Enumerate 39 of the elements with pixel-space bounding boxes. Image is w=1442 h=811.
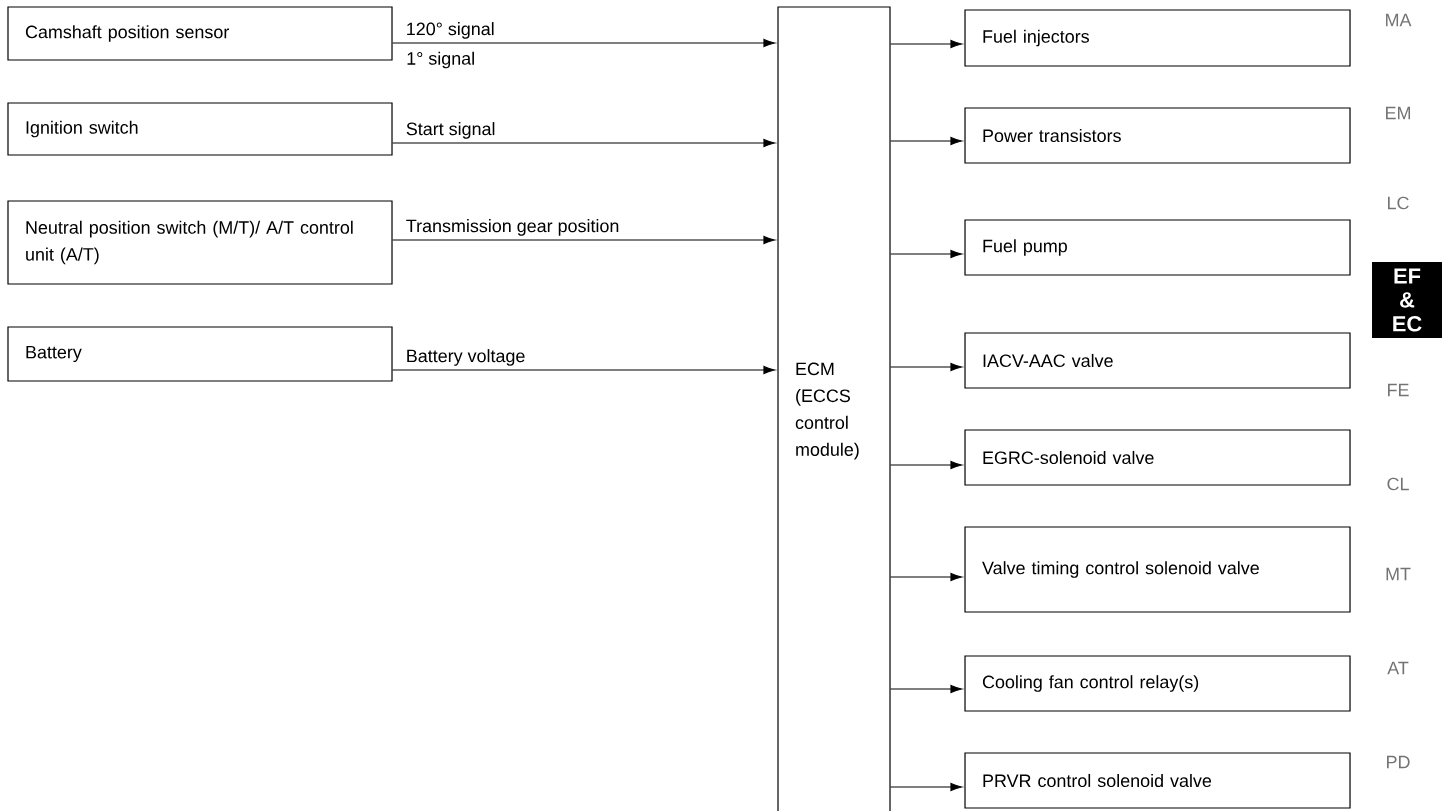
control-module-box: ECM (ECCS control module) — [777, 6, 891, 811]
arrow — [890, 684, 963, 694]
component-box: Camshaft position sensor — [7, 6, 393, 61]
section-tab-label: MA — [1386, 13, 1412, 27]
component-box: Valve timing control solenoid valve — [964, 526, 1351, 613]
component-box: Neutral position switch (M/T)/ A/T control unit (A/T) — [7, 200, 393, 285]
edge-label: Battery voltage — [407, 349, 525, 366]
section-tab: EF & EC — [1372, 262, 1442, 338]
component-box: Ignition switch — [7, 102, 393, 156]
arrow — [890, 39, 963, 49]
component-box: Cooling fan control relay(s) — [964, 655, 1351, 712]
section-tab-label: FE — [1388, 383, 1409, 397]
edge-label: Start signal — [406, 122, 495, 139]
component-box: Battery — [7, 326, 393, 382]
arrow — [392, 38, 776, 48]
arrow — [392, 235, 776, 245]
component-box: Fuel pump — [964, 219, 1351, 276]
signal-label: 1° signal — [407, 51, 474, 69]
section-tab-label: MT — [1386, 567, 1411, 581]
component-box: Power transistors — [964, 107, 1351, 164]
arrow — [392, 138, 776, 148]
arrow — [392, 365, 776, 375]
arrow — [890, 249, 963, 259]
arrow — [890, 460, 963, 470]
component-box: PRVR control solenoid valve — [964, 752, 1351, 809]
arrow — [890, 136, 963, 146]
arrow — [890, 782, 963, 792]
component-box: IACV-AAC valve — [964, 332, 1351, 389]
edge-label: 120° signal — [407, 22, 494, 39]
section-tab-label: LC — [1388, 196, 1409, 210]
section-tab-label: CL — [1387, 477, 1409, 491]
arrow — [890, 572, 963, 582]
component-box: Fuel injectors — [964, 9, 1351, 67]
edge-label: Transmission gear position — [406, 219, 619, 236]
arrow — [890, 362, 963, 372]
section-tab-label: PD — [1387, 755, 1410, 769]
section-tab-label: EM — [1386, 106, 1410, 120]
section-tab-label: AT — [1387, 661, 1409, 675]
component-box: EGRC-solenoid valve — [964, 429, 1351, 486]
